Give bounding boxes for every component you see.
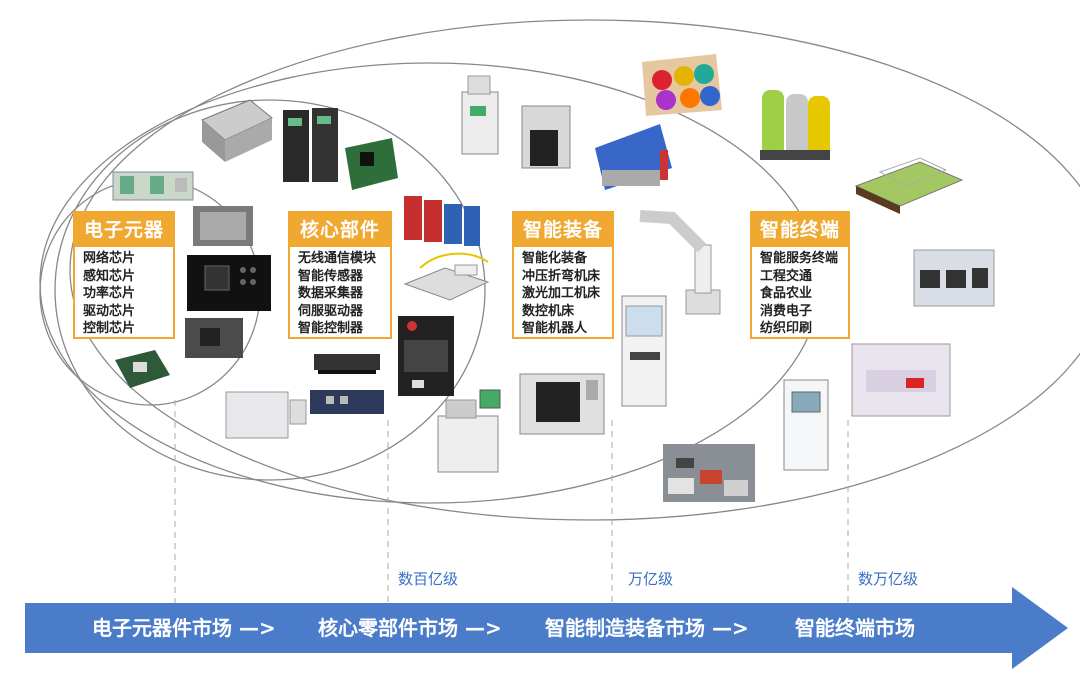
cnc-small — [521, 105, 571, 169]
circuit-board — [185, 318, 243, 358]
category-item: 智能服务终端 — [760, 251, 839, 266]
category-item: 感知芯片 — [83, 268, 136, 284]
category-item: 智能化装备 — [522, 251, 588, 266]
category-title: 电子元器件 — [75, 213, 173, 275]
processor-chip — [115, 350, 170, 388]
wireless-module — [225, 391, 307, 439]
cnc-large — [519, 373, 605, 435]
category-item: 工程交通 — [760, 268, 813, 284]
category-item: 数据采集器 — [298, 286, 364, 301]
flow-electronic-market: 电子元器件市场 —> — [92, 616, 276, 640]
category-title: 智能装备 — [514, 213, 612, 247]
category-item: 数控机床 — [522, 303, 575, 319]
dispensing-machine — [437, 389, 501, 473]
sensor-module — [403, 252, 490, 301]
wafer — [193, 206, 253, 246]
category-item: 智能传感器 — [298, 268, 364, 284]
bonding-machine — [461, 75, 499, 155]
robot-arm — [639, 210, 721, 315]
level-trillions: 万亿级 — [628, 570, 674, 588]
category-equipment: 智能装备 智能化装备 冲压折弯机床 激光加工机床 数控机床 智能机器人 — [512, 211, 614, 339]
category-item: 激光加工机床 — [522, 286, 601, 301]
printing-line — [851, 343, 951, 417]
category-title: 核心部件 — [290, 213, 390, 247]
market-flow-arrow — [25, 587, 1068, 669]
category-title: 智能终端 — [752, 213, 848, 247]
category-item: 纺织印刷 — [760, 321, 813, 336]
category-item: 智能控制器 — [298, 321, 364, 336]
category-electronic: 电子元器件 网络芯片 感知芯片 功率芯片 驱动芯片 控制芯片 — [73, 211, 175, 339]
category-item: 控制芯片 — [83, 321, 136, 336]
category-item: 网络芯片 — [83, 251, 136, 266]
chip-board — [112, 171, 194, 201]
ellipse-terminal-market — [69, 19, 1080, 521]
ellipse-component-market — [54, 99, 486, 481]
plc-module — [201, 99, 273, 162]
io-module — [404, 196, 480, 246]
ic-chip — [187, 255, 271, 311]
test-machine — [621, 295, 667, 407]
terminal-block — [310, 390, 384, 414]
flow-terminal-market: 智能终端市场 — [795, 616, 915, 640]
category-item: 驱动芯片 — [83, 303, 136, 319]
yarn-spools — [642, 54, 722, 116]
battery-cells — [760, 90, 830, 160]
gateway-box — [314, 354, 380, 374]
level-hundreds-billions: 数百亿级 — [398, 570, 459, 588]
category-item: 无线通信模块 — [298, 251, 377, 266]
level-tens-trillions: 数万亿级 — [858, 570, 919, 588]
category-item: 智能机器人 — [522, 321, 588, 336]
category-item: 食品农业 — [760, 286, 813, 301]
category-item: 冲压折弯机床 — [522, 268, 601, 284]
flow-equipment-market: 智能制造装备市场 —> — [545, 616, 749, 640]
category-item: 功率芯片 — [83, 286, 136, 301]
greenhouse — [854, 157, 964, 214]
controller-box — [398, 316, 454, 396]
pcie-card — [345, 138, 398, 190]
press-brake — [595, 124, 672, 190]
category-component: 核心部件 无线通信模块 智能传感器 数据采集器 伺服驱动器 智能控制器 — [288, 211, 392, 339]
category-item: 消费电子 — [760, 303, 813, 319]
category-item: 伺服驱动器 — [298, 303, 364, 319]
cabinet-terminal — [783, 379, 829, 471]
traffic — [663, 444, 755, 502]
servo-drive — [283, 108, 338, 182]
category-terminal: 智能终端 智能服务终端 工程交通 食品农业 消费电子 纺织印刷 — [750, 211, 850, 339]
production-line — [913, 249, 995, 307]
flow-component-market: 核心零部件市场 —> — [318, 616, 502, 640]
